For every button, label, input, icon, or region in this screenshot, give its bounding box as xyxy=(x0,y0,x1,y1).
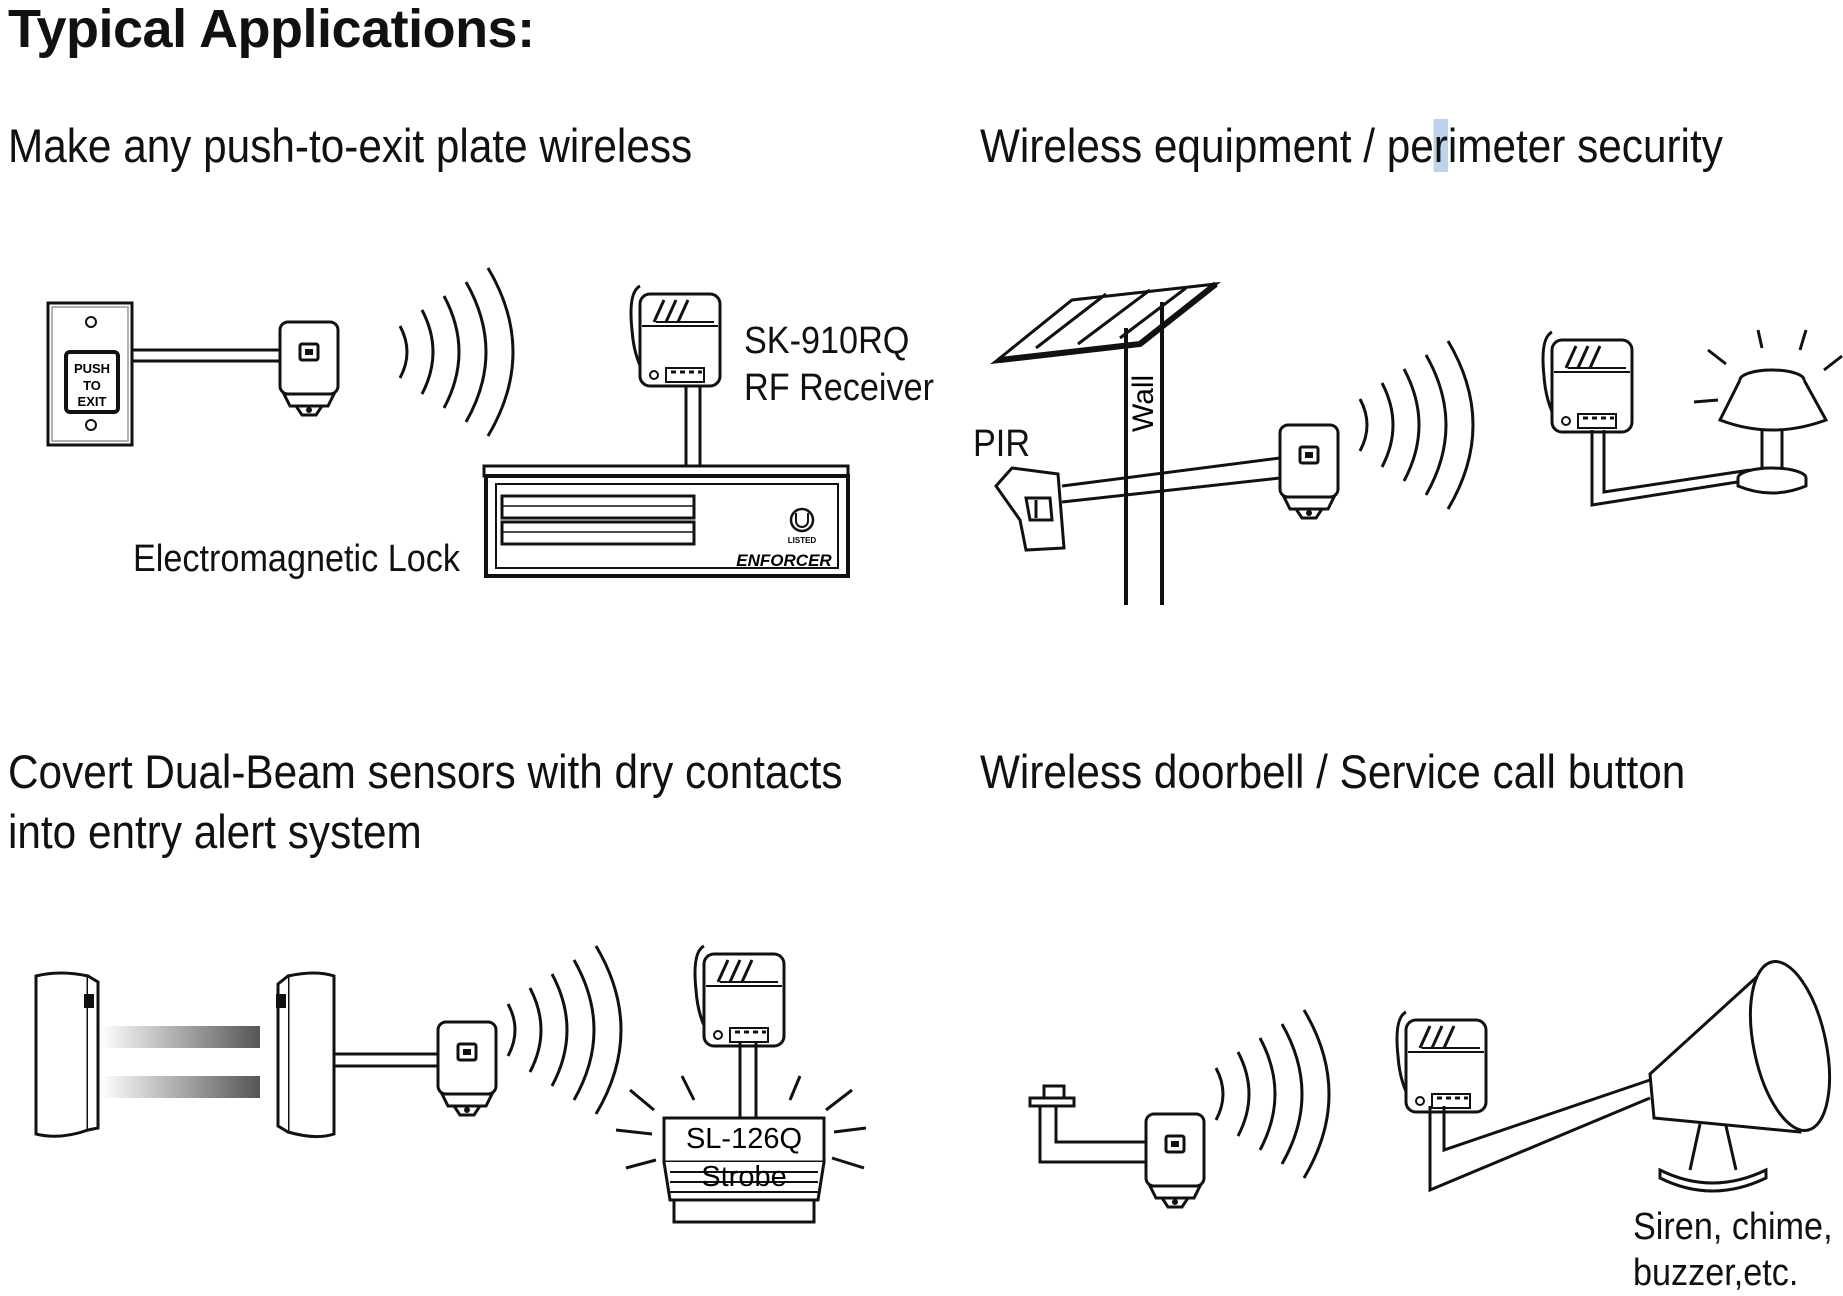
doorbell-button-icon xyxy=(1028,1084,1146,1164)
pir-cable xyxy=(1061,456,1281,504)
rf-transmitter-icon xyxy=(1144,1112,1206,1209)
receiver-name-label: RF Receiver xyxy=(744,367,935,409)
rf-transmitter-icon xyxy=(436,1020,498,1117)
wall-icon: Wall xyxy=(989,281,1222,605)
wireless-signal-icon xyxy=(506,944,623,1116)
infrared-beam-bottom xyxy=(100,1076,260,1098)
lamp-icon xyxy=(1693,329,1843,495)
pir-sensor-icon xyxy=(994,466,1066,552)
section-title-perimeter: Wireless equipment / perimeter security xyxy=(980,119,1723,172)
wireless-signal-icon xyxy=(398,266,515,438)
section-title-highlighted-char: r xyxy=(1433,119,1448,172)
rf-receiver-icon xyxy=(629,284,722,388)
plate-text-exit: EXIT xyxy=(78,394,107,409)
page-title: Typical Applications: xyxy=(8,0,535,59)
rf-receiver-icon xyxy=(1395,1010,1488,1114)
strobe-icon: SL-126Q Strobe xyxy=(615,1075,867,1224)
rf-receiver-icon xyxy=(1541,330,1634,434)
beam-sensor-icon xyxy=(276,971,336,1139)
beam-sensor-icon xyxy=(34,971,100,1138)
rf-transmitter-icon xyxy=(1278,423,1340,520)
infrared-beam-top xyxy=(100,1026,260,1048)
lock-label: Electromagnetic Lock xyxy=(133,538,460,580)
section-title-doorbell: Wireless doorbell / Service call button xyxy=(980,745,1686,798)
siren-horn-icon xyxy=(1648,960,1831,1193)
rf-transmitter-icon xyxy=(278,320,340,417)
listed-mark-text: LISTED xyxy=(788,536,817,545)
section-title-part: imeter security xyxy=(1447,119,1723,172)
electromagnetic-lock-icon: LISTED ENFORCER xyxy=(482,464,850,578)
rf-receiver-icon xyxy=(693,944,786,1048)
section-title-part: Wireless equipment / pe xyxy=(980,119,1434,172)
section-title-push-to-exit: Make any push-to-exit plate wireless xyxy=(8,119,693,172)
receiver-cable xyxy=(684,386,702,465)
lock-brand-text: ENFORCER xyxy=(736,551,832,570)
receiver-model-label: SK-910RQ xyxy=(744,320,910,362)
siren-label-line2: buzzer,etc. xyxy=(1633,1252,1799,1294)
plate-cable xyxy=(132,348,280,363)
siren-cable xyxy=(1428,1078,1651,1193)
wall-label: Wall xyxy=(1127,375,1160,432)
strobe-name-label: Strobe xyxy=(701,1161,786,1193)
plate-text-to: TO xyxy=(83,378,101,393)
pir-label: PIR xyxy=(973,423,1031,465)
push-to-exit-plate-icon: PUSH TO EXIT xyxy=(46,301,134,447)
beam-cable xyxy=(334,1052,438,1068)
wireless-signal-icon xyxy=(1214,1008,1331,1180)
siren-label-line1: Siren, chime, xyxy=(1633,1206,1833,1248)
strobe-model-label: SL-126Q xyxy=(686,1123,802,1155)
section-title-dual-beam-line2: into entry alert system xyxy=(8,805,422,858)
lamp-cable xyxy=(1590,430,1751,507)
section-title-dual-beam-line1: Covert Dual-Beam sensors with dry contac… xyxy=(8,745,843,798)
plate-text-push: PUSH xyxy=(74,361,110,376)
strobe-cable xyxy=(738,1042,758,1120)
wireless-signal-icon xyxy=(1358,339,1475,511)
